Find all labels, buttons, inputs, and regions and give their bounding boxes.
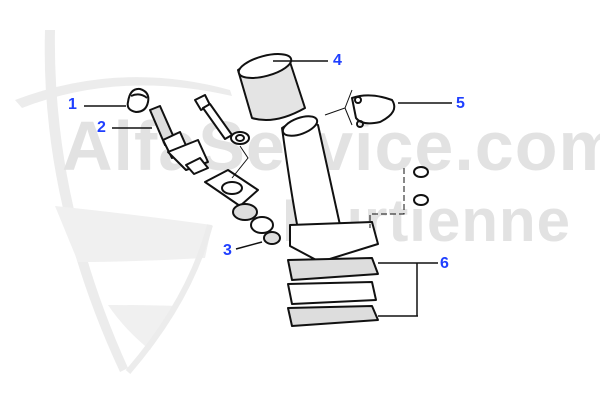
bolt-part-icon: [194, 94, 250, 145]
callout-1[interactable]: 1: [68, 96, 77, 113]
watermark-line-1: AlfaService.com: [62, 107, 600, 185]
callout-6[interactable]: 6: [440, 255, 449, 272]
filter-sleeve-part-icon: [237, 53, 306, 121]
callout-3[interactable]: 3: [223, 242, 232, 259]
leader-lines: [84, 60, 452, 317]
gasket-stack-icon: [287, 257, 379, 327]
injector-part-icon: [149, 105, 209, 175]
flange-plate-icon: [204, 169, 259, 207]
callout-4[interactable]: 4: [333, 52, 342, 69]
callout-5[interactable]: 5: [456, 95, 465, 112]
callout-2[interactable]: 2: [97, 119, 106, 136]
hose-clamp-part-icon: [351, 94, 396, 128]
cap-part-icon: [126, 87, 150, 113]
intake-pipe-icon: [281, 115, 379, 263]
